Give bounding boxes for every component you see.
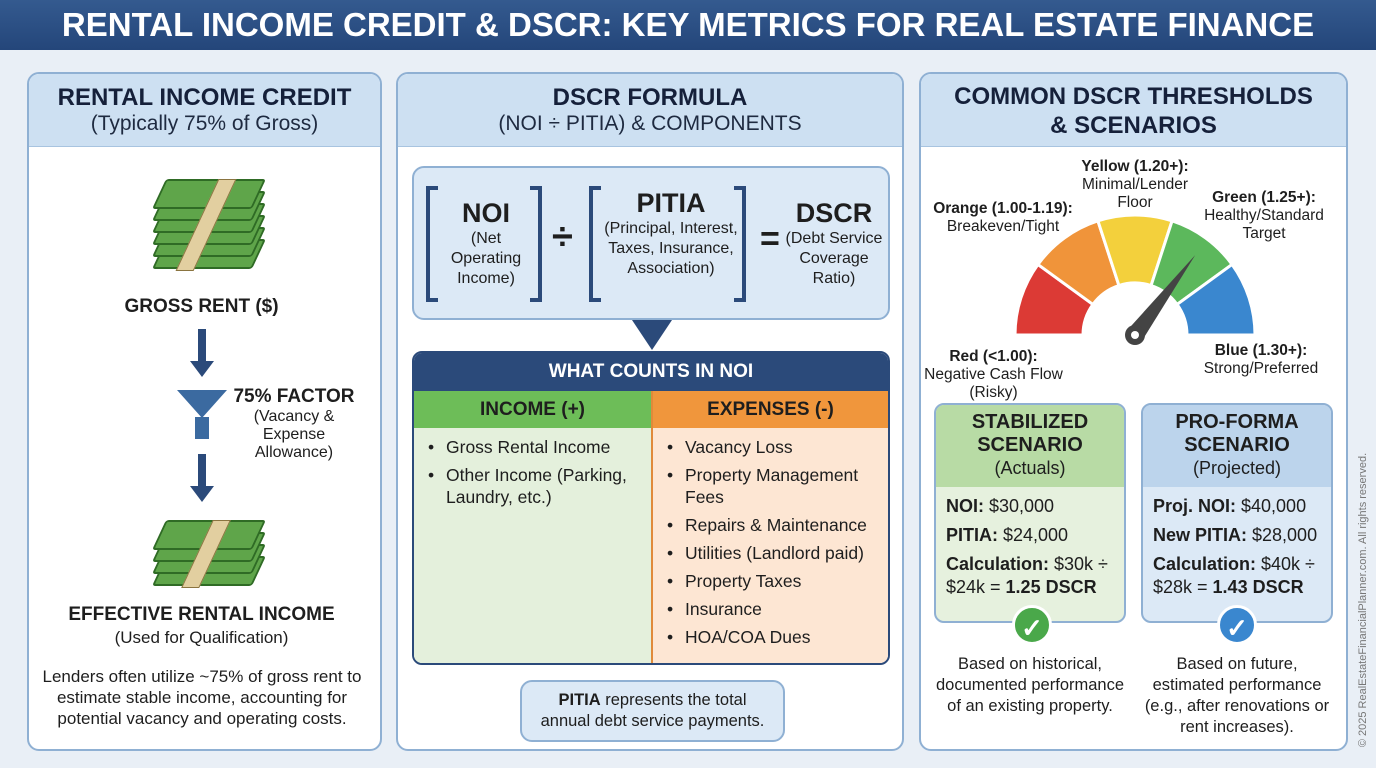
pitia-value: $28,000 <box>1247 525 1318 545</box>
income-list: Gross Rental Income Other Income (Parkin… <box>414 428 651 508</box>
expense-item: Property Management Fees <box>663 464 880 508</box>
formula-box: NOI (Net Operating Income) ÷ PITIA (Prin… <box>412 166 890 320</box>
stabilized-caption: Based on historical, documented performa… <box>935 655 1125 715</box>
callout-bold: PITIA <box>558 691 601 709</box>
pitia-term: PITIA <box>636 188 706 218</box>
calc-key: Calculation: <box>1153 554 1257 574</box>
money-stack-icon <box>139 504 279 594</box>
funnel-icon <box>177 390 227 418</box>
expense-item: Repairs & Maintenance <box>663 514 880 536</box>
noi-desc: (Net Operating Income) <box>450 230 522 287</box>
expense-item: Vacancy Loss <box>663 436 880 458</box>
dscr-gauge <box>1013 213 1257 345</box>
income-item: Other Income (Parking, Laundry, etc.) <box>424 464 643 508</box>
page-title: RENTAL INCOME CREDIT & DSCR: KEY METRICS… <box>0 0 1376 50</box>
pointer-arrow-icon <box>632 320 672 350</box>
note-text: Lenders often utilize ~75% of gross rent… <box>42 667 362 728</box>
income-item: Gross Rental Income <box>424 436 643 458</box>
gauge-label-green: Green (1.25+): <box>1212 189 1316 206</box>
expense-item: Property Taxes <box>663 570 880 592</box>
factor-sub: (Vacancy & <box>253 408 335 425</box>
copyright: © 2025 RealEstateFinancialPlanner.com. A… <box>1357 452 1369 748</box>
panel-heading: COMMON DSCR THRESHOLDS <box>954 83 1313 110</box>
check-icon: ✓ <box>1217 605 1257 645</box>
noi-key: Proj. NOI: <box>1153 496 1237 516</box>
gross-rent-label: GROSS RENT ($) <box>124 296 279 317</box>
gauge-desc-red: Negative Cash Flow (Risky) <box>924 366 1063 401</box>
money-stack-icon <box>139 169 279 279</box>
gauge-desc-yellow: Minimal/Lender Floor <box>1082 176 1188 211</box>
pitia-value: $24,000 <box>998 525 1069 545</box>
factor-label: 75% FACTOR <box>233 386 355 407</box>
check-icon: ✓ <box>1012 605 1052 645</box>
card-sub: (Projected) <box>1192 458 1282 478</box>
dscr-result: 1.43 DSCR <box>1212 577 1304 597</box>
panel-heading: RENTAL INCOME CREDIT <box>57 84 352 111</box>
rental-income-credit-panel: RENTAL INCOME CREDIT (Typically 75% of G… <box>27 72 382 751</box>
expenses-list: Vacancy Loss Property Management Fees Re… <box>653 428 888 648</box>
pitia-desc: (Principal, Interest, Taxes, Insurance, … <box>604 220 738 277</box>
factor-sub: Expense Allowance) <box>254 426 334 461</box>
calc-key: Calculation: <box>946 554 1050 574</box>
income-header: INCOME (+) <box>414 391 651 428</box>
panel-heading: & SCENARIOS <box>1050 112 1217 139</box>
calc-value: $40k ÷ $28k = <box>1153 554 1315 597</box>
gauge-label-orange: Orange (1.00-1.19): <box>933 200 1073 217</box>
expenses-header: EXPENSES (-) <box>653 391 888 428</box>
gauge-label-yellow: Yellow (1.20+): <box>1081 158 1189 175</box>
dscr-desc: (Debt Service Coverage Ratio) <box>785 230 883 287</box>
dscr-formula-panel: DSCR FORMULA (NOI ÷ PITIA) & COMPONENTS … <box>396 72 904 751</box>
gauge-desc-orange: Breakeven/Tight <box>946 218 1060 235</box>
proforma-caption: Based on future, estimated performance (… <box>1144 655 1330 736</box>
noi-term: NOI <box>461 198 510 228</box>
card-sub: (Actuals) <box>994 458 1066 478</box>
panel-subheading: (NOI ÷ PITIA) & COMPONENTS <box>498 112 802 135</box>
noi-table: WHAT COUNTS IN NOI INCOME (+) Gross Rent… <box>412 351 890 665</box>
gauge-pivot-hole <box>1131 331 1139 339</box>
panel-subheading: (Typically 75% of Gross) <box>90 112 319 135</box>
gauge-desc-green: Healthy/Standard Target <box>1204 207 1324 242</box>
dscr-thresholds-panel: COMMON DSCR THRESHOLDS & SCENARIOS Red (… <box>919 72 1348 751</box>
effective-income-sub: (Used for Qualification) <box>114 628 289 647</box>
gauge-desc-blue: Strong/Preferred <box>1203 360 1319 377</box>
gauge-label-red: Red (<1.00): <box>949 348 1038 365</box>
noi-key: NOI: <box>946 496 984 516</box>
noi-value: $40,000 <box>1236 496 1307 516</box>
effective-income-label: EFFECTIVE RENTAL INCOME <box>68 604 335 625</box>
pitia-key: PITIA: <box>946 525 998 545</box>
pitia-callout: PITIA represents the total annual debt s… <box>520 680 785 742</box>
callout-text: represents the total annual debt service… <box>540 691 765 730</box>
down-arrow-icon <box>190 454 214 502</box>
expense-item: HOA/COA Dues <box>663 626 880 648</box>
pitia-key: New PITIA: <box>1153 525 1248 545</box>
divide-sign: ÷ <box>552 216 573 258</box>
expense-item: Utilities (Landlord paid) <box>663 542 880 564</box>
gauge-segment-blue <box>1174 262 1257 337</box>
noi-table-title: WHAT COUNTS IN NOI <box>414 353 888 391</box>
noi-value: $30,000 <box>984 496 1055 516</box>
expense-item: Insurance <box>663 598 880 620</box>
gauge-label-blue: Blue (1.30+): <box>1214 342 1308 359</box>
card-title: PRO-FORMA SCENARIO <box>1175 411 1299 456</box>
calc-value: $30k ÷ $24k = <box>946 554 1108 597</box>
stabilized-scenario-card: STABILIZED SCENARIO (Actuals) NOI: $30,0… <box>934 403 1126 623</box>
panel-heading: DSCR FORMULA <box>552 84 748 111</box>
down-arrow-icon <box>190 329 214 377</box>
dscr-result: 1.25 DSCR <box>1005 577 1097 597</box>
card-title: STABILIZED SCENARIO <box>971 411 1089 456</box>
equals-sign: = <box>760 220 780 258</box>
proforma-scenario-card: PRO-FORMA SCENARIO (Projected) Proj. NOI… <box>1141 403 1333 623</box>
gauge-needle <box>1127 255 1196 341</box>
dscr-term: DSCR <box>795 198 873 228</box>
